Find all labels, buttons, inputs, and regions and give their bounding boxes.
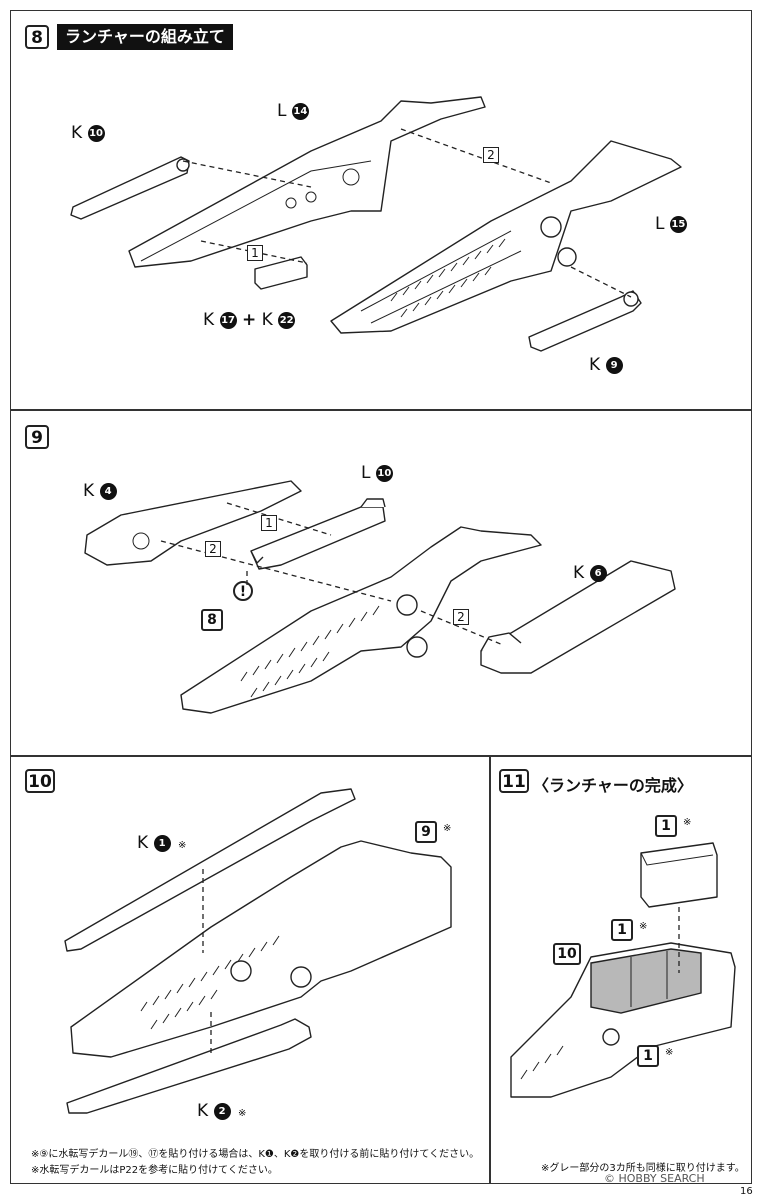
step9-label-k6: K 6 — [573, 563, 607, 583]
step8-label-k17-k22: K 17 + K 22 — [203, 310, 296, 330]
step9-panel: 9 K 4 L 10 K 6 1 2 2 8 — [10, 410, 752, 756]
step11-ref1-bottom-kome: ※ — [665, 1047, 674, 1058]
step8-order-2: 2 — [483, 147, 499, 163]
step10-note-2: ※水転写デカールはP22を参考に貼り付けてください。 — [31, 1165, 278, 1176]
step8-label-k9-letter: K — [589, 355, 601, 375]
step11-title: 〈ランチャーの完成〉 — [533, 776, 693, 795]
step9-label-l10-number: 10 — [375, 464, 393, 482]
step9-assembly-drawing — [84, 480, 676, 714]
page-number: 16 — [740, 1186, 753, 1197]
step11-panel: 11 〈ランチャーの完成〉 1 ※ 1 ※ 1 ※ 10 ※グレー部分の3カ所も… — [490, 756, 752, 1184]
step11-number: 11 — [499, 769, 529, 793]
step11-note: ※グレー部分の3カ所も同様に取り付けます。 — [541, 1163, 745, 1174]
step9-label-k6-number: 6 — [589, 564, 607, 582]
step10-label-k1-letter: K — [137, 833, 149, 853]
step8-panel: 8 ランチャーの組み立て K 10 L 1 — [10, 10, 752, 410]
step9-label-k4-letter: K — [83, 481, 95, 501]
step8-assembly-drawing — [70, 96, 682, 352]
step11-ref1-top-kome: ※ — [683, 817, 692, 828]
step8-label-k9: K 9 — [589, 355, 623, 375]
step8-plus: + — [241, 310, 257, 330]
step9-order-1: 1 — [261, 515, 277, 531]
step11-ref1-bottom: 1 — [637, 1045, 659, 1067]
step9-label-k4-number: 4 — [99, 482, 117, 500]
step10-assembly-drawing — [64, 788, 452, 1114]
step8-label-l14-number: 14 — [291, 102, 309, 120]
step8-label-k9-number: 9 — [605, 356, 623, 374]
step10-ref-step9: 9 — [415, 821, 437, 843]
step10-note-1: ※⑨に水転写デカール⑲、⑰を貼り付ける場合は、K❶、K❷を取り付ける前に貼り付け… — [31, 1149, 480, 1160]
step9-ref-step8: 8 — [201, 609, 223, 631]
step10-label-k2: K 2 ※ — [197, 1101, 246, 1121]
step10-label-k1: K 1 ※ — [137, 833, 186, 853]
step10-label-k2-number: 2 — [213, 1102, 231, 1120]
step11-assembly-drawing — [510, 842, 736, 1098]
step8-label-k22-number: 22 — [278, 311, 296, 329]
step8-label-k17-number: 17 — [219, 311, 237, 329]
step11-ref1-middle-kome: ※ — [639, 921, 648, 932]
watermark: © HOBBY SEARCH — [604, 1172, 705, 1185]
step10-panel: 10 K 1 ※ K 2 ※ 9 ※ ※⑨に水転写デカール⑲、⑰を貼り付ける場合… — [10, 756, 490, 1184]
step10-label-k2-letter: K — [197, 1101, 209, 1121]
step8-order-1: 1 — [247, 245, 263, 261]
step9-caution-icon: ! — [233, 581, 253, 601]
step8-label-k10-letter: K — [71, 123, 83, 143]
step10-label-k1-number: 1 — [153, 834, 171, 852]
step9-label-l10: L 10 — [361, 463, 393, 483]
step9-order-2a: 2 — [205, 541, 221, 557]
step8-label-k17-letter: K — [203, 310, 215, 330]
step11-ref1-middle: 1 — [611, 919, 633, 941]
step8-label-l15-number: 15 — [669, 215, 687, 233]
step8-title: ランチャーの組み立て — [57, 24, 233, 50]
step8-label-k10: K 10 — [71, 123, 105, 143]
step8-label-l14-letter: L — [277, 101, 287, 121]
step8-label-k10-number: 10 — [87, 124, 105, 142]
step8-label-l15-letter: L — [655, 214, 665, 234]
step9-number: 9 — [25, 425, 49, 449]
step10-number: 10 — [25, 769, 55, 793]
step8-label-k22-letter: K — [261, 310, 273, 330]
step8-label-l15: L 15 — [655, 214, 687, 234]
step8-label-l14: L 14 — [277, 101, 309, 121]
step9-label-k6-letter: K — [573, 563, 585, 583]
step10-k2-kome: ※ — [237, 1108, 247, 1119]
step9-order-2b: 2 — [453, 609, 469, 625]
step10-k1-kome: ※ — [177, 840, 187, 851]
step9-label-l10-letter: L — [361, 463, 371, 483]
step8-number: 8 — [25, 25, 49, 49]
step11-ref-step10: 10 — [553, 943, 581, 965]
step10-ref9-kome: ※ — [443, 823, 452, 834]
step11-ref1-top: 1 — [655, 815, 677, 837]
step9-label-k4: K 4 — [83, 481, 117, 501]
